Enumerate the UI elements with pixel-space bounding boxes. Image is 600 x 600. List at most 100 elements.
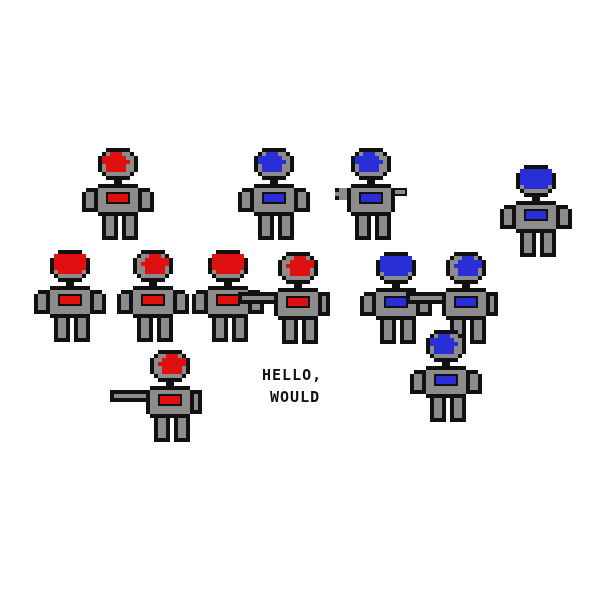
- robot-leg-right: [74, 318, 78, 338]
- robot-head-outline: [106, 148, 130, 152]
- robot-sprite-blue: [360, 252, 432, 344]
- robot-helmet: [380, 256, 412, 260]
- robot-chest-panel: [456, 298, 476, 306]
- robot-chest-panel: [526, 211, 546, 219]
- robot-sprite-blue: [500, 165, 572, 257]
- robot-arm-left: [38, 290, 46, 294]
- robot-arm-right: [177, 290, 185, 294]
- robot-leg-left: [430, 398, 434, 418]
- robot-helmet: [520, 169, 552, 173]
- robot-head-outline: [286, 252, 310, 256]
- robot-arm-right: [298, 188, 306, 192]
- robot-leg-right: [122, 216, 126, 236]
- robot-icon: [406, 252, 498, 344]
- robot-neck: [166, 382, 174, 386]
- robot-icon: [238, 252, 330, 344]
- robot-torso-outline: [426, 366, 466, 370]
- robot-neck: [294, 284, 302, 288]
- robot-leg-right: [174, 418, 178, 438]
- robot-chest-panel: [60, 296, 80, 304]
- robot-leg-right: [470, 320, 474, 340]
- robot-arm-left: [196, 290, 204, 294]
- robot-leg-left: [212, 318, 216, 338]
- robot-leg-right: [400, 320, 404, 340]
- robot-leg-right: [232, 318, 236, 338]
- robot-sprite-red: [117, 250, 189, 342]
- robot-chest-panel: [218, 296, 238, 304]
- robot-arm-right: [142, 188, 150, 192]
- robot-arm-left: [504, 205, 512, 209]
- robot-torso-outline: [351, 184, 391, 188]
- robot-torso-outline: [516, 201, 556, 205]
- robot-leg-left: [54, 318, 58, 338]
- robot-sprite-red: [34, 250, 106, 342]
- robot-helmet: [212, 254, 244, 258]
- robot-helmet: [54, 254, 86, 258]
- robot-arm-right: [94, 290, 102, 294]
- robot-visor: [363, 152, 375, 156]
- robot-sprite-red: [238, 252, 334, 344]
- robot-head-outline: [58, 250, 82, 254]
- robot-icon: [335, 148, 407, 240]
- robot-torso-outline: [50, 286, 90, 290]
- robot-leg-left: [258, 216, 262, 236]
- robot-chest-panel: [288, 298, 308, 306]
- robot-icon: [238, 148, 310, 240]
- robot-torso-outline: [98, 184, 138, 188]
- robot-arm-left: [242, 188, 250, 192]
- robot-neck: [149, 282, 157, 286]
- robot-sprite-blue: [238, 148, 310, 240]
- robot-chest-panel: [108, 194, 128, 202]
- robot-sprite-blue: [335, 148, 407, 240]
- robot-leg-left: [137, 318, 141, 338]
- robot-leg-left: [520, 233, 524, 253]
- robot-sprite-blue: [410, 330, 482, 422]
- robot-visor: [294, 256, 306, 260]
- robot-arm-left: [364, 292, 372, 296]
- robot-arm-right: [560, 205, 568, 209]
- robot-neck: [66, 282, 74, 286]
- robot-neck: [442, 362, 450, 366]
- robot-sprite-red: [82, 148, 154, 240]
- robot-arm-left: [414, 370, 422, 374]
- robot-leg-right: [302, 320, 306, 340]
- robot-arm-left: [121, 290, 129, 294]
- robot-visor: [462, 256, 474, 260]
- robot-chest-panel: [264, 194, 284, 202]
- robot-arm-pointing: [391, 188, 395, 192]
- robot-neck: [224, 282, 232, 286]
- robot-torso-outline: [446, 288, 486, 292]
- robot-neck: [532, 197, 540, 201]
- robot-leg-left: [380, 320, 384, 340]
- robot-icon: [500, 165, 572, 257]
- robot-icon: [410, 330, 482, 422]
- robot-leg-left: [154, 418, 158, 438]
- robot-head-outline: [158, 350, 182, 354]
- robot-arm-left: [86, 188, 94, 192]
- robot-chest-panel: [160, 396, 180, 404]
- robot-visor: [266, 152, 278, 156]
- robot-neck: [462, 284, 470, 288]
- robot-torso-outline: [133, 286, 173, 290]
- speech-line-2: WOULD: [270, 388, 321, 406]
- robot-head-outline: [434, 330, 458, 334]
- robot-head-outline: [141, 250, 165, 254]
- robot-chest-panel: [436, 376, 456, 384]
- robot-head-outline: [454, 252, 478, 256]
- robot-visor: [110, 152, 122, 156]
- robot-leg-left: [282, 320, 286, 340]
- robot-leg-right: [157, 318, 161, 338]
- robot-chest-panel: [361, 194, 381, 202]
- robot-head-outline: [384, 252, 408, 256]
- robot-torso-outline: [254, 184, 294, 188]
- robot-icon: [360, 252, 432, 344]
- robot-head-outline: [359, 148, 383, 152]
- robot-torso-outline: [278, 288, 318, 292]
- robot-neck: [114, 180, 122, 184]
- robot-leg-left: [102, 216, 106, 236]
- robot-icon: [34, 250, 106, 342]
- robot-icon: [117, 250, 189, 342]
- robot-neck: [392, 284, 400, 288]
- speech-text: HELLO, WOULD: [262, 364, 372, 414]
